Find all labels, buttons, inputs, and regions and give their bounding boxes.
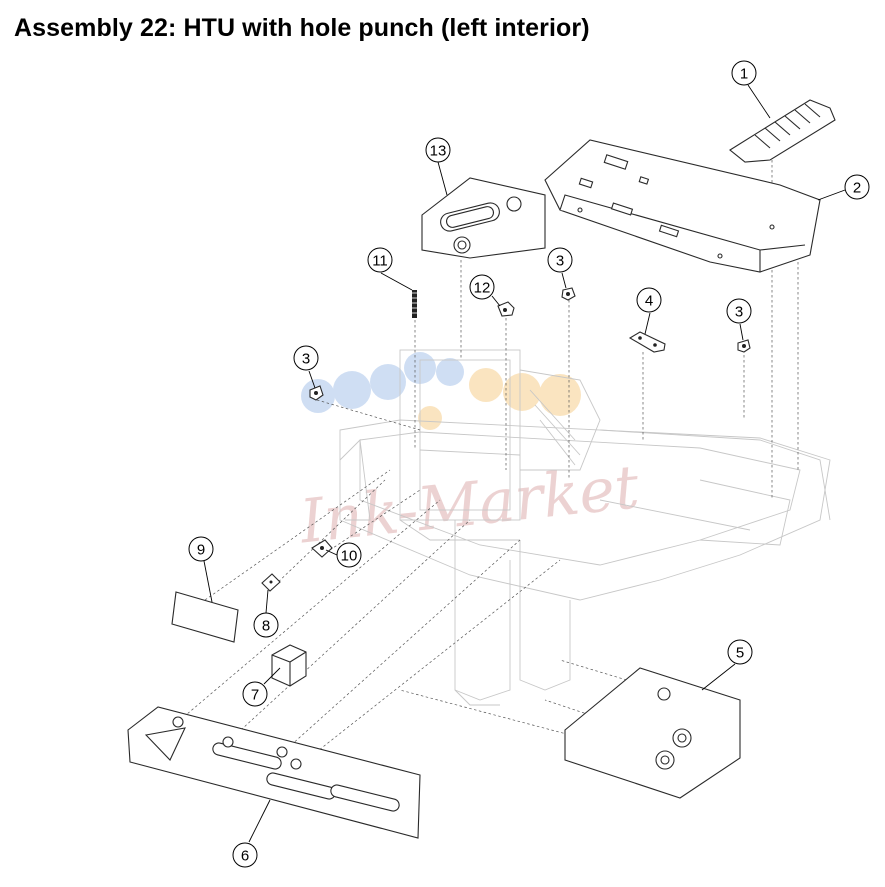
part-4-actuator	[628, 331, 666, 353]
htu-frame-ghost	[339, 349, 831, 706]
callout-2-label: 2	[853, 180, 861, 197]
callout-3a-label: 3	[556, 253, 564, 270]
page-title: Assembly 22: HTU with hole punch (left i…	[14, 14, 590, 42]
callout-7: 7	[242, 681, 268, 707]
callout-4: 4	[636, 287, 662, 313]
part-13-punch-kit	[421, 177, 546, 259]
part-9-label	[171, 591, 239, 643]
callout-10-label: 10	[341, 548, 358, 565]
callout-3c: 3	[293, 345, 319, 371]
part-6-drive-panel	[127, 706, 421, 839]
callout-8: 8	[253, 612, 279, 638]
callout-1-label: 1	[740, 66, 748, 83]
callout-3a: 3	[547, 247, 573, 273]
callout-8-label: 8	[262, 618, 270, 635]
part-1-paper-guide	[729, 99, 836, 163]
part-11-spring	[410, 290, 419, 318]
part-5-drive-panel	[564, 667, 741, 799]
callout-1: 1	[731, 60, 757, 86]
callout-3b-label: 3	[735, 304, 743, 321]
callout-9: 9	[188, 536, 214, 562]
callout-5: 5	[727, 639, 753, 665]
callout-9-label: 9	[197, 542, 205, 559]
part-12-bracket	[497, 301, 515, 317]
watermark-logo	[301, 352, 581, 430]
callout-7-label: 7	[251, 687, 259, 704]
callout-12-label: 12	[474, 280, 491, 297]
callout-12: 12	[469, 274, 495, 300]
part-3-sensor-c	[309, 385, 324, 401]
callout-11-label: 11	[372, 253, 388, 270]
callout-2: 2	[844, 174, 870, 200]
callout-13: 13	[425, 137, 451, 163]
watermark-text: Ink-Market	[296, 452, 643, 557]
callout-11: 11	[367, 247, 393, 273]
part-2-top-cover	[544, 139, 821, 273]
callout-4-label: 4	[645, 293, 653, 310]
callout-6-label: 6	[241, 848, 249, 865]
watermark: Ink-Market	[296, 352, 643, 558]
callout-3b: 3	[726, 298, 752, 324]
part-8-clip	[261, 573, 281, 592]
callout-3c-label: 3	[302, 351, 310, 368]
dashed-leaders	[179, 160, 799, 766]
part-3-sensor-b	[737, 339, 751, 353]
callout-5-label: 5	[736, 645, 744, 662]
part-7-motor	[271, 644, 307, 687]
part-10-sensor	[311, 539, 333, 558]
part-3-sensor-a	[561, 287, 576, 301]
callout-6: 6	[232, 842, 258, 868]
callout-10: 10	[336, 542, 362, 568]
callout-leaders	[203, 84, 846, 843]
callout-13-label: 13	[430, 143, 447, 160]
